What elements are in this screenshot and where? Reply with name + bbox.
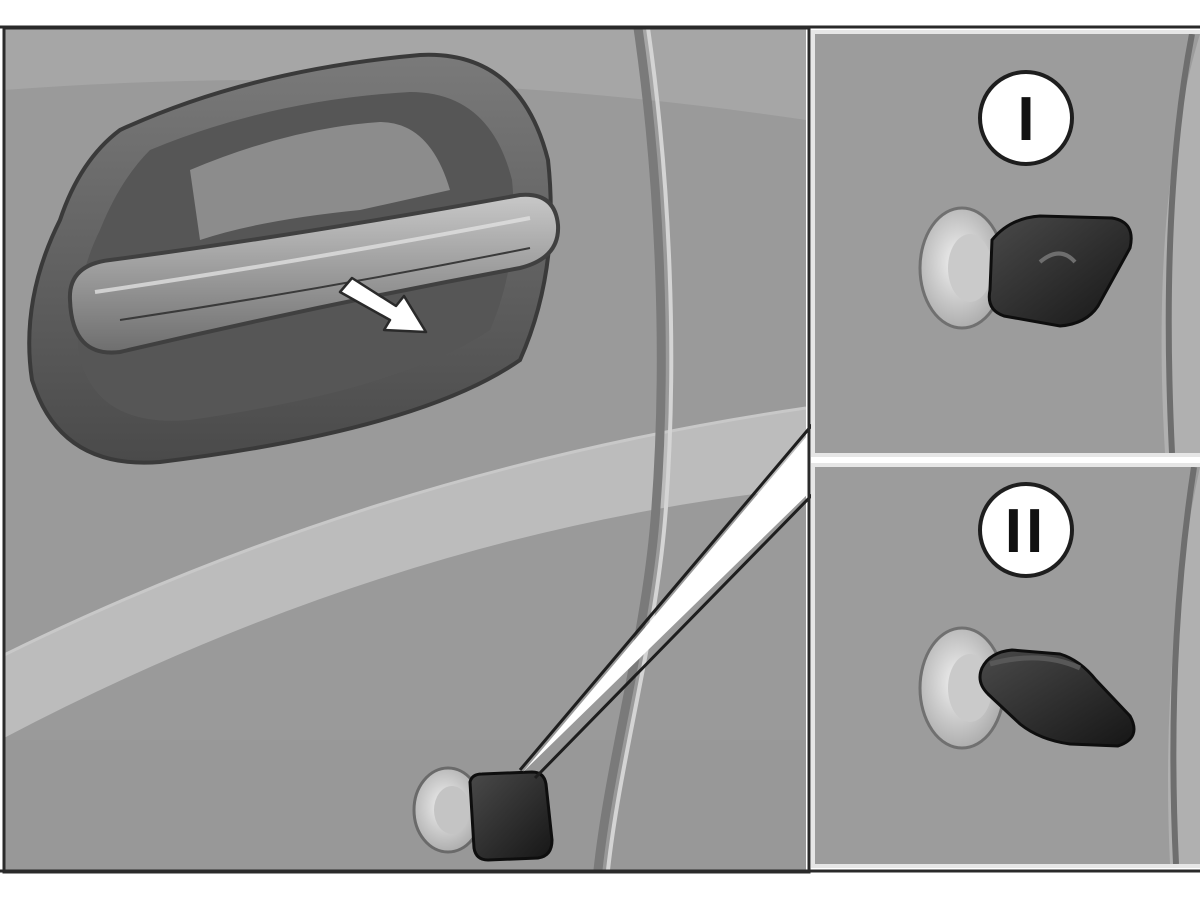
door-gap-highlight (606, 28, 674, 870)
body-crease-stripe (4, 408, 806, 738)
step-1-badge (978, 70, 1074, 166)
inset-panel-step-2: II (811, 463, 1200, 868)
inset-2-key-icon (978, 648, 1136, 748)
step-2-label: II (1005, 497, 1047, 566)
inset-2-gap-line (1170, 467, 1197, 864)
lock-cylinder-inner (434, 786, 470, 834)
inset-1-frame (811, 30, 1200, 457)
inset-1-key-shine (1038, 251, 1077, 264)
body-crease-edge (4, 406, 806, 657)
callout-wedge (523, 430, 812, 772)
inset-1-gap-line (1165, 34, 1195, 453)
inset-2-key-top (989, 655, 1082, 671)
inset-1-key-icon (987, 214, 1133, 328)
inset-panel-step-1: I (811, 30, 1200, 457)
door-gap-line (593, 28, 666, 870)
pull-arrow-icon (338, 276, 428, 334)
step-1-label: I (1017, 85, 1034, 154)
recess-highlight (190, 122, 450, 240)
key-in-lock-icon (468, 770, 554, 862)
door-lower-area (4, 740, 806, 870)
handle-grip-shine (94, 216, 531, 294)
inset-1-lock-inner (948, 234, 992, 302)
callout-lines (518, 424, 814, 780)
step-2-badge (978, 482, 1074, 578)
handle-grip-line (119, 247, 531, 321)
main-panel (4, 28, 806, 870)
inset-2-frame (811, 463, 1200, 868)
